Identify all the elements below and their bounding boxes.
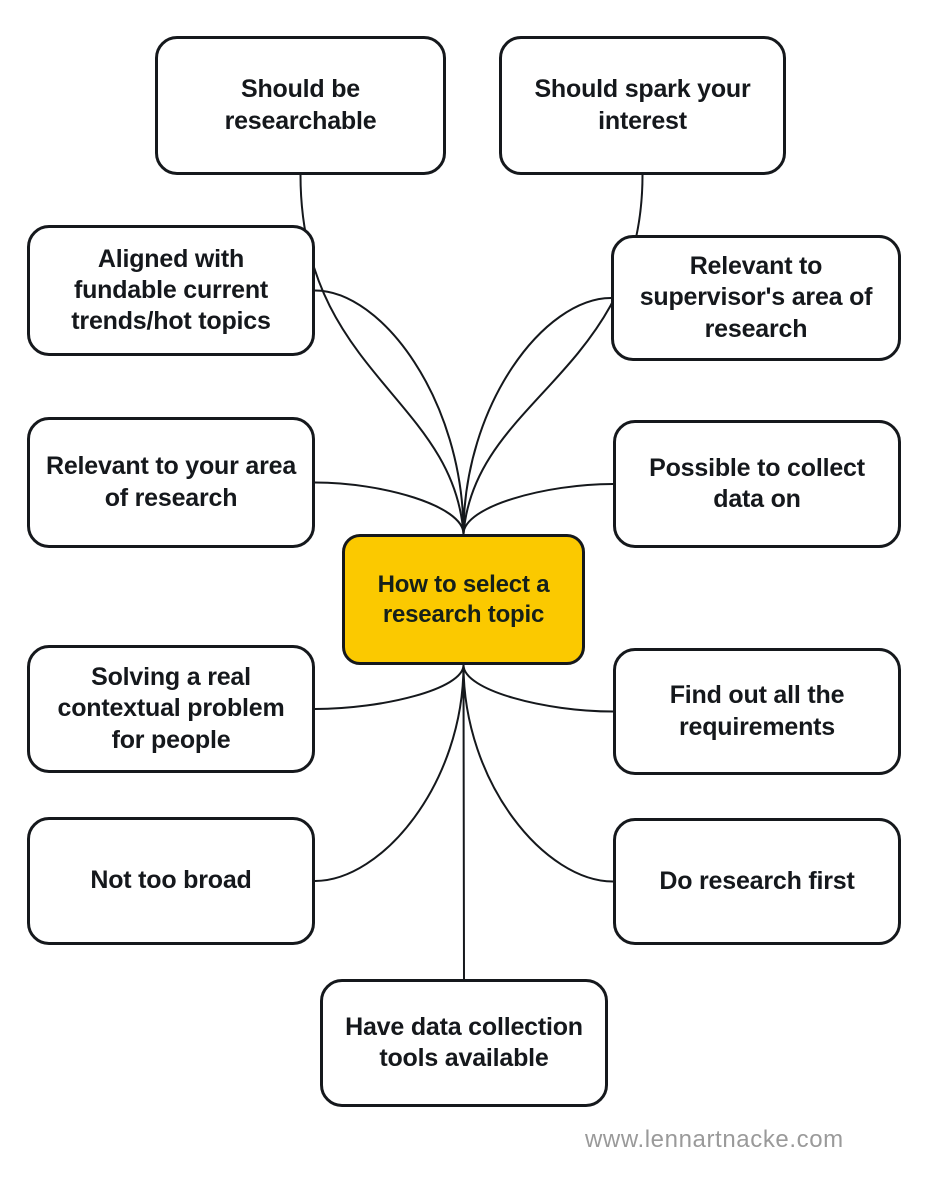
watermark: www.lennartnacke.com xyxy=(585,1126,844,1153)
node-label: Possible to collect data on xyxy=(649,453,865,513)
node-label: Should be researchable xyxy=(224,75,377,135)
node-find-out-all-the-requirements[interactable]: Find out all the requirements xyxy=(613,648,901,775)
node-label: Do research first xyxy=(659,866,855,895)
node-should-spark-your-interest[interactable]: Should spark your interest xyxy=(499,36,786,175)
node-solving-a-real-contextual-problem-for-people[interactable]: Solving a real contextual problem for pe… xyxy=(27,645,315,773)
node-possible-to-collect-data-on[interactable]: Possible to collect data on xyxy=(613,420,901,548)
node-should-be-researchable[interactable]: Should be researchable xyxy=(155,36,446,175)
node-relevant-to-supervisors-area-of-research[interactable]: Relevant to supervisor's area of researc… xyxy=(611,235,901,361)
node-not-too-broad[interactable]: Not too broad xyxy=(27,817,315,945)
node-label: Not too broad xyxy=(90,866,252,895)
center-node-label: How to select a research topic xyxy=(377,570,550,628)
node-label: Should spark your interest xyxy=(534,75,751,135)
node-label: Relevant to your area of research xyxy=(45,452,297,512)
node-relevant-to-your-area-of-research[interactable]: Relevant to your area of research xyxy=(27,417,315,548)
node-label: Relevant to supervisor's area of researc… xyxy=(639,252,873,343)
node-label: Have data collection tools available xyxy=(345,1012,583,1072)
node-center-how-to-select-a-research-topic[interactable]: How to select a research topic xyxy=(342,534,585,665)
node-label: Find out all the requirements xyxy=(669,681,845,741)
node-have-data-collection-tools-available[interactable]: Have data collection tools available xyxy=(320,979,608,1107)
node-label: Aligned with fundable current trends/hot… xyxy=(71,244,271,336)
node-aligned-with-fundable-current-trends[interactable]: Aligned with fundable current trends/hot… xyxy=(27,225,315,356)
node-do-research-first[interactable]: Do research first xyxy=(613,818,901,945)
node-label: Solving a real contextual problem for pe… xyxy=(57,663,285,754)
